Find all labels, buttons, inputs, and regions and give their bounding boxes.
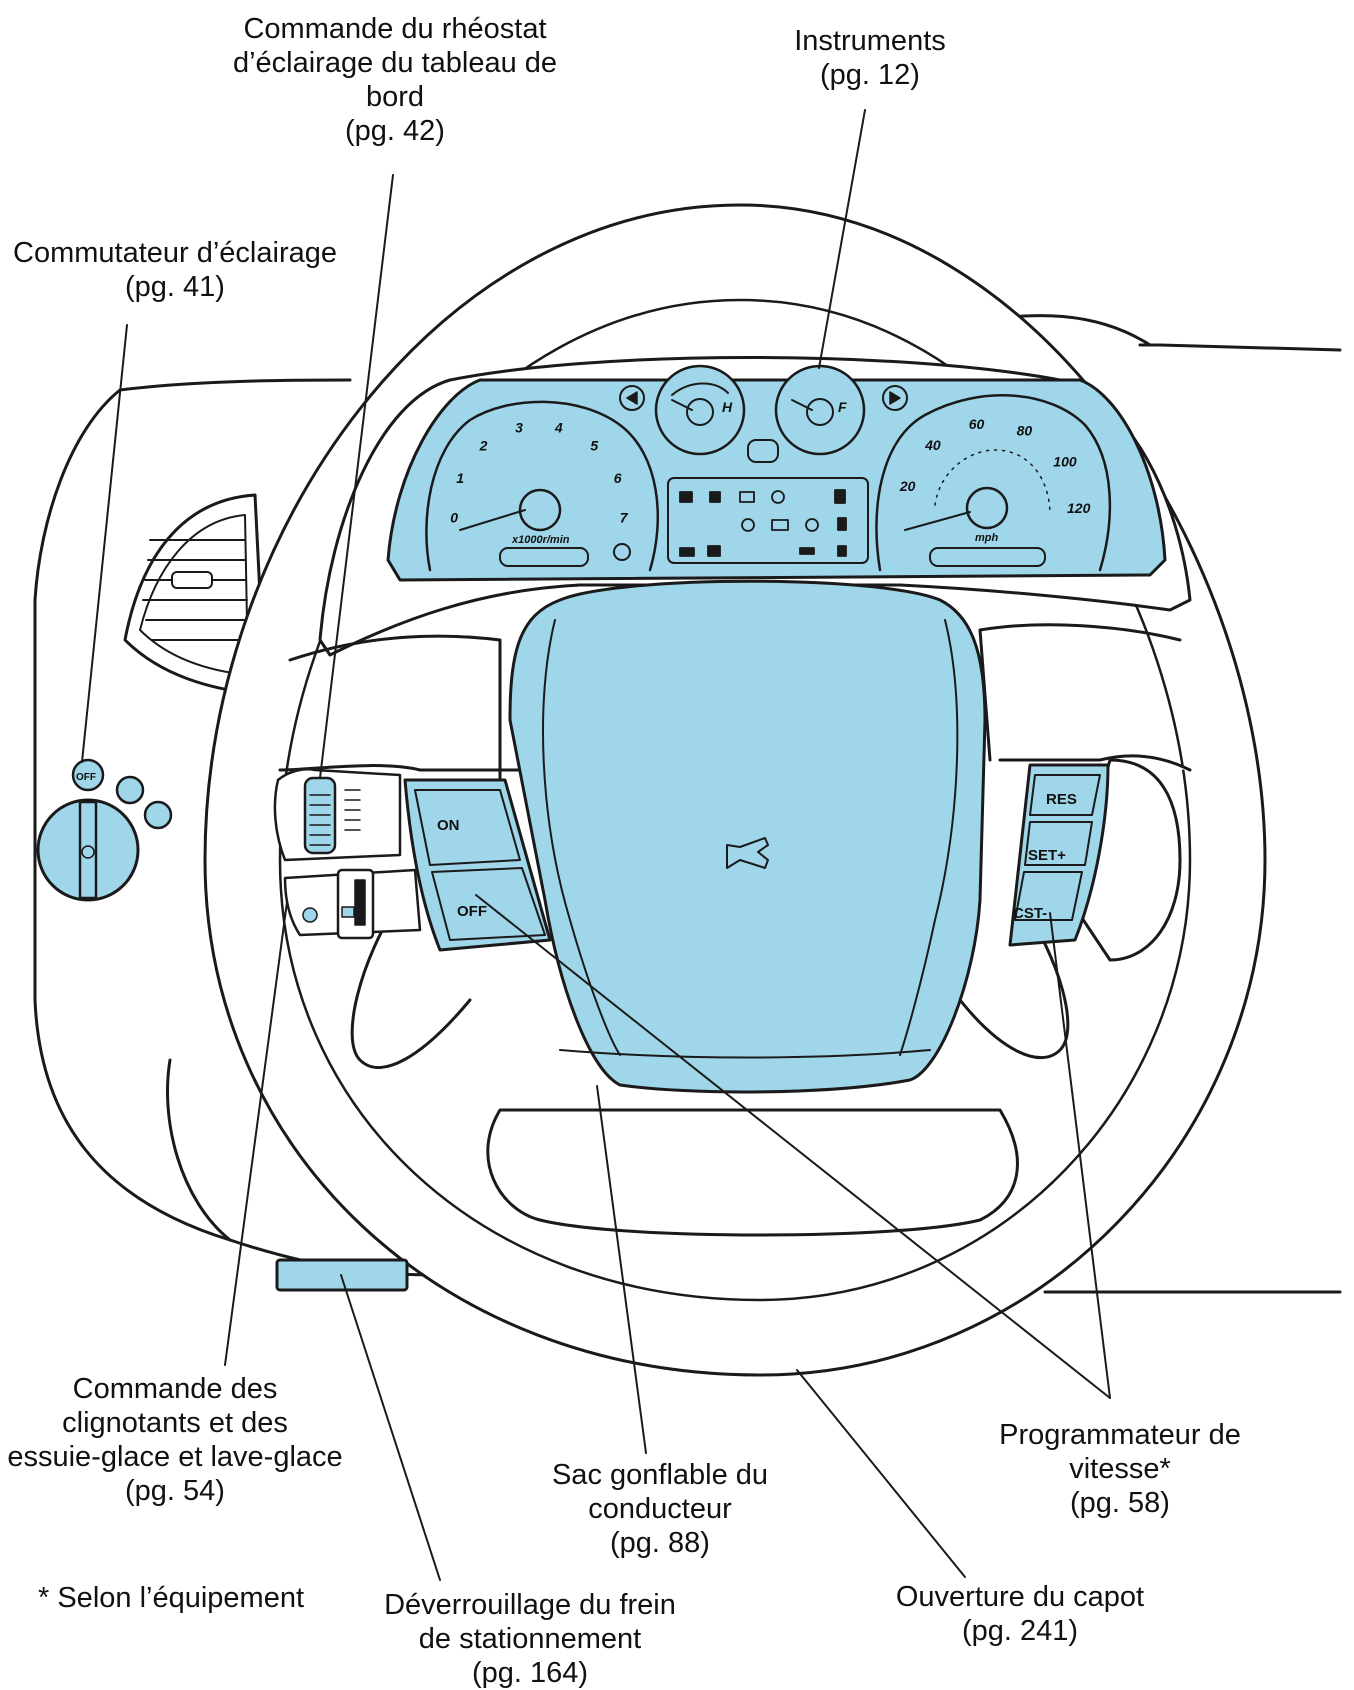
cruise-res-button[interactable] [1029,774,1101,816]
tach_numbers-numeral: 5 [590,438,598,454]
headlamp-switch[interactable] [36,758,173,902]
tach_numbers-numeral: 1 [456,470,464,486]
temperature-gauge [654,364,746,456]
dash-left-panel [166,1058,232,1242]
speed_numbers-numeral: 20 [899,478,916,494]
tach_numbers-numeral: 6 [614,470,622,486]
label-hood: Ouverture du capot (pg. 241) [895,1581,1145,1647]
speed_numbers-numeral: 100 [1053,454,1077,470]
on-button-label: ON [437,817,460,834]
label-instruments: Instruments (pg. 12) [794,25,946,91]
tach_numbers-numeral: 7 [620,509,629,525]
tach_numbers-numeral: 4 [554,419,563,435]
label-rheostat: Commande du rhéostat d’éclairage du tabl… [232,13,558,147]
right-spoke-upper [978,623,1182,762]
speedometer [875,394,1112,572]
speed_numbers-numeral: 40 [924,437,941,453]
high-beam-indicator-icon [747,439,779,463]
set-button-label: SET+ [1028,847,1066,864]
cruise-set-button[interactable] [1024,821,1093,866]
air-vent [123,493,267,697]
fuel-gauge [774,364,866,456]
off-button-label: OFF [457,903,487,920]
speed-unit: mph [975,532,999,544]
speed_numbers-numeral: 80 [1017,422,1033,438]
label-airbag: Sac gonflable du conducteur (pg. 88) [551,1459,769,1559]
label-parking-brake: Déverrouillage du frein de stationnement… [384,1589,676,1689]
knob-off-label: OFF [76,772,96,783]
left-spoke-upper [288,634,502,782]
tach_numbers-numeral: 2 [479,438,488,454]
res-button-label: RES [1046,791,1077,808]
cruise-cst-button[interactable] [1014,871,1083,921]
tach_numbers-numeral: 3 [515,419,523,435]
speed_numbers-numeral: 60 [969,416,985,432]
tach_numbers-numeral: 0 [450,509,458,525]
cruise-on-button[interactable] [414,789,521,866]
speedometer-numbers: 20 40 60 80 100 120 [899,416,1091,516]
tach-unit: x1000r/min [511,534,570,546]
wheel-spokes [278,754,1192,1237]
footnote: * Selon l’équipement [38,1582,305,1614]
speed_numbers-numeral: 120 [1067,500,1091,516]
horn-icon [726,837,769,869]
turn-wiper-stalk[interactable] [283,868,422,940]
fuel-mark: F [838,399,847,415]
label-cruise: Programmateur de vitesse* (pg. 58) [999,1419,1241,1519]
label-turn-wiper: Commande des clignotants et des essuie-g… [7,1373,343,1507]
temp-mark: H [722,399,733,415]
label-lighting-switch: Commutateur d’éclairage (pg. 41) [13,237,337,303]
cst-button-label: CST- [1013,905,1047,922]
airbag-cover[interactable] [508,579,987,1094]
warning-light-panel [667,477,869,564]
dashboard-outline [33,314,1342,1294]
leader-lines [81,109,1111,1581]
dimmer-control[interactable] [273,768,402,862]
tachometer [425,400,659,572]
light-icon [81,845,95,859]
